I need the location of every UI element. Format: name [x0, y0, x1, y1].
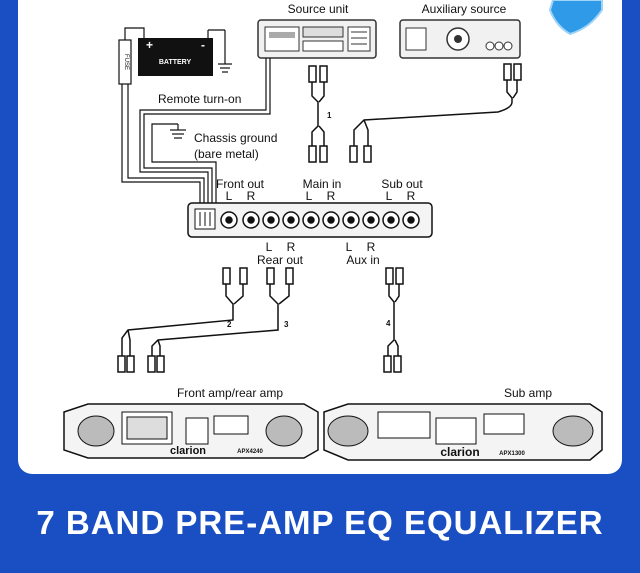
auxiliary-source-icon — [399, 19, 521, 59]
cable-3-icon — [147, 267, 294, 373]
sub-out-label: Sub out — [381, 177, 423, 191]
cable-4-icon — [383, 267, 404, 373]
aux-in-right-label: R — [367, 240, 376, 254]
sub-out-right-label: R — [407, 189, 416, 203]
svg-text:-: - — [201, 38, 205, 52]
rear-out-right-label: R — [287, 240, 296, 254]
source-unit-icon — [257, 19, 377, 59]
sub-amp-model: APX1300 — [499, 451, 525, 457]
cable-4-label: 4 — [386, 319, 391, 328]
source-unit-label: Source unit — [288, 2, 349, 16]
chassis-ground-label: Chassis ground — [194, 131, 277, 145]
corner-badge-icon — [548, 0, 603, 36]
battery-ground-icon — [207, 29, 232, 73]
chassis-ground-icon — [170, 124, 186, 139]
cable-3-label: 3 — [284, 320, 289, 329]
front-out-right-label: R — [247, 189, 256, 203]
front-amp-icon — [63, 403, 319, 459]
wiring-diagram: Source unit Auxiliary source + - BATTERY — [63, 0, 603, 461]
aux-in-label: Aux in — [346, 253, 379, 267]
cable-1-label: 1 — [327, 111, 332, 120]
front-amp-model: APX4240 — [237, 449, 263, 455]
sub-amp-icon — [323, 403, 603, 461]
fuse-label: FUSE — [123, 54, 129, 70]
main-in-right-label: R — [327, 189, 336, 203]
battery-label: BATTERY — [159, 59, 192, 66]
sub-amp-brand: clarion — [440, 445, 479, 459]
main-in-left-label: L — [306, 189, 313, 203]
sub-amp-label: Sub amp — [504, 386, 552, 400]
auxiliary-source-label: Auxiliary source — [422, 2, 507, 16]
cable-1-icon — [308, 65, 328, 163]
chassis-ground-sublabel: (bare metal) — [194, 147, 259, 161]
rca-jacks — [220, 211, 420, 229]
aux-source-cable-icon — [349, 63, 522, 163]
main-in-label: Main in — [303, 177, 342, 191]
diagram-panel: Source unit Auxiliary source + - BATTERY — [18, 0, 622, 474]
sub-out-left-label: L — [386, 189, 393, 203]
product-title: 7 BAND PRE-AMP EQ EQUALIZER — [36, 504, 604, 541]
footer-banner: 7 BAND PRE-AMP EQ EQUALIZER — [0, 474, 640, 573]
aux-in-left-label: L — [346, 240, 353, 254]
remote-turn-on-label: Remote turn-on — [158, 92, 241, 106]
rear-out-label: Rear out — [257, 253, 304, 267]
fuse-icon: FUSE — [118, 39, 132, 85]
rear-out-left-label: L — [266, 240, 273, 254]
svg-text:+: + — [146, 38, 153, 52]
cable-2-icon — [117, 267, 248, 373]
battery-icon: + - BATTERY — [138, 38, 213, 76]
front-amp-brand: clarion — [170, 445, 206, 457]
front-out-label: Front out — [216, 177, 265, 191]
cable-2-label: 2 — [227, 320, 232, 329]
front-out-left-label: L — [226, 189, 233, 203]
front-rear-amp-label: Front amp/rear amp — [177, 386, 283, 400]
